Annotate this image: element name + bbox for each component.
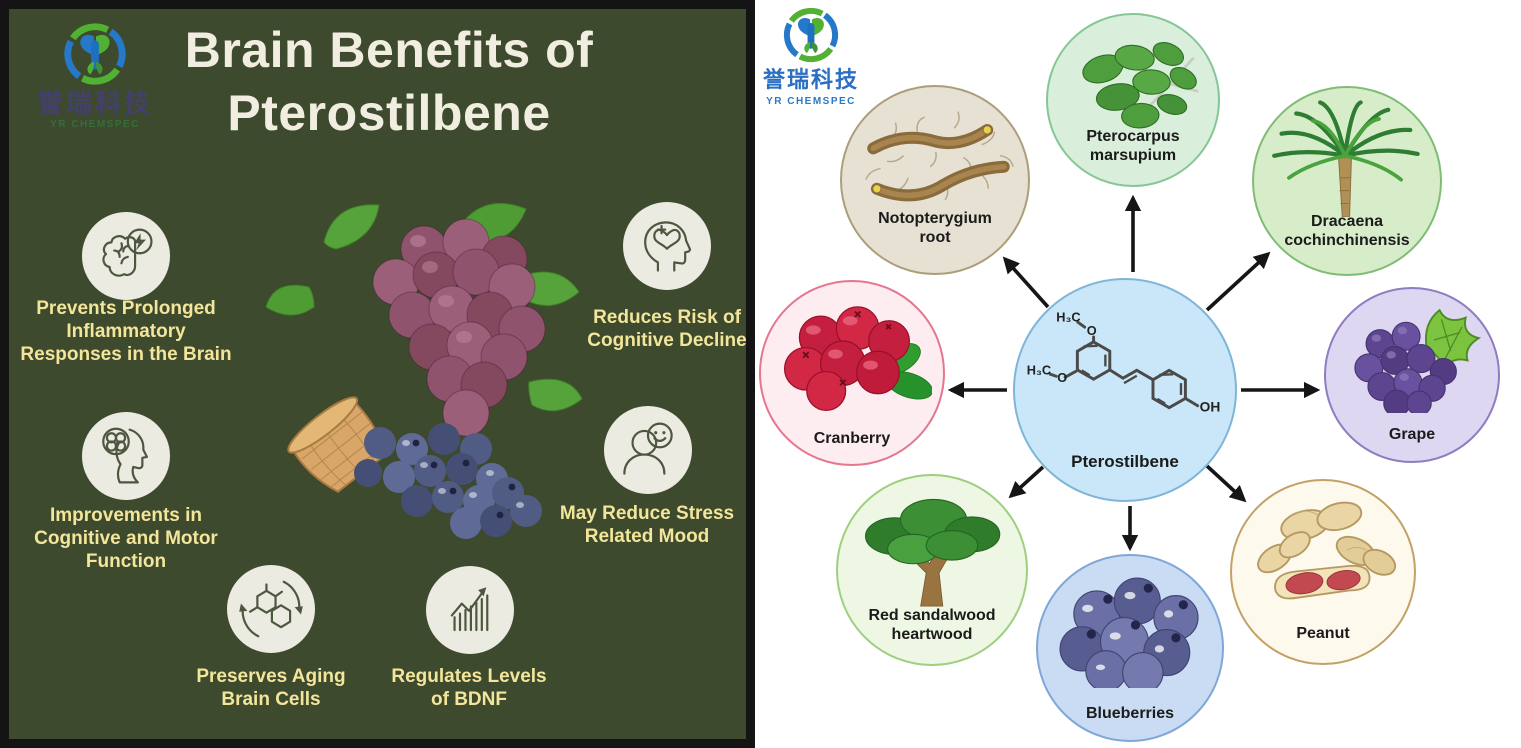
benefit-label: Reduces Risk of Cognitive Decline — [587, 307, 747, 351]
source-circle-cranberry: Cranberry — [759, 280, 945, 466]
atom-label: O — [1057, 370, 1067, 385]
benefit-icon-circle — [426, 566, 514, 654]
yr-chemspec-logo-left: 誉瑞科技 YR CHEMSPEC — [25, 19, 165, 130]
brain-lightning-icon — [102, 228, 153, 277]
pterocarpus-leaves-illustration — [1082, 42, 1199, 129]
source-circle-pterocarpus-marsupium: Pterocarpus marsupium — [1046, 13, 1220, 187]
radiating-arrows — [947, 194, 1321, 552]
head-heart-icon — [644, 221, 692, 272]
yr-chemspec-logo-right: 誉瑞科技 YR CHEMSPEC — [757, 4, 865, 107]
source-circle-dracaena-cochinchinensis: Dracaena cochinchinensis — [1252, 86, 1442, 276]
benefit-label: Improvements in Cognitive and Motor Func… — [34, 505, 218, 572]
smiley-person-icon — [623, 422, 673, 475]
blueberry-spill — [354, 423, 542, 539]
source-label: Red sandalwood heartwood — [868, 607, 996, 643]
yr-chemspec-logo-icon — [783, 7, 839, 63]
molecule-cycle-icon — [239, 580, 303, 638]
source-circle-grape: Grape — [1324, 287, 1500, 463]
cranberry-illustration — [783, 306, 933, 411]
benefit-icon-circle — [82, 212, 170, 300]
blueberries-illustration — [1059, 577, 1199, 689]
grape-cluster — [372, 218, 546, 437]
grape-illustration — [1354, 309, 1482, 413]
brand-name-en: YR CHEMSPEC — [50, 119, 140, 130]
benefit-label: May Reduce Stress Related Mood — [559, 503, 735, 547]
source-circle-red-sandalwood: Red sandalwood heartwood — [836, 474, 1028, 666]
atom-label: H₃C — [1027, 362, 1051, 377]
source-label: Dracaena cochinchinensis — [1284, 213, 1410, 249]
atom-label: O — [1087, 323, 1097, 338]
atom-label: H₃C — [1056, 309, 1080, 324]
peanut-illustration — [1257, 501, 1396, 600]
source-label: Blueberries — [1085, 705, 1175, 722]
atom-label: OH — [1200, 400, 1221, 415]
dracaena-tree-illustration — [1272, 100, 1420, 218]
rising-chart-icon — [450, 587, 489, 632]
source-circle-notopterygium-root: Notopterygium root — [840, 85, 1030, 275]
benefit-label: Preserves Aging Brain Cells — [196, 666, 346, 710]
brand-name-en: YR CHEMSPEC — [766, 96, 856, 107]
source-label: Notopterygium root — [878, 210, 992, 246]
source-label: Peanut — [1296, 625, 1350, 642]
benefit-icon-circle — [82, 412, 170, 500]
center-label: Pterostilbene — [1071, 452, 1179, 471]
sandalwood-tree-illustration — [865, 499, 1001, 607]
benefit-icon-circle — [604, 406, 692, 494]
source-label: Grape — [1388, 426, 1436, 443]
benefit-label: Regulates Levels of BDNF — [391, 666, 547, 710]
right-panel-pterostilbene-sources: 誉瑞科技 YR CHEMSPEC H₃C O H₃C — [755, 0, 1521, 748]
benefit-icon-circle — [227, 565, 315, 653]
left-panel-brain-benefits: 誉瑞科技 YR CHEMSPEC Brain Benefits of Ptero… — [0, 0, 755, 748]
yr-chemspec-logo-icon — [64, 23, 126, 85]
center-circle-pterostilbene: H₃C O H₃C O OH Pterostilbene — [1013, 278, 1237, 502]
notopterygium-root-illustration — [865, 111, 1014, 202]
brand-name-cn: 誉瑞科技 — [36, 88, 153, 118]
page-title: Brain Benefits of Pterostilbene — [184, 22, 594, 141]
source-label: Pterocarpus marsupium — [1086, 128, 1180, 164]
pterostilbene-structure: H₃C O H₃C O OH — [1027, 309, 1221, 415]
source-label: Cranberry — [813, 430, 891, 447]
brand-name-cn: 誉瑞科技 — [762, 67, 859, 92]
benefit-icon-circle — [623, 202, 711, 290]
grapes-and-blueberries-image — [265, 202, 583, 539]
benefit-label: Prevents Prolonged Inflammatory Response… — [20, 298, 232, 365]
head-clover-icon — [102, 427, 148, 484]
source-circle-blueberries: Blueberries — [1036, 554, 1224, 742]
source-circle-peanut: Peanut — [1230, 479, 1416, 665]
